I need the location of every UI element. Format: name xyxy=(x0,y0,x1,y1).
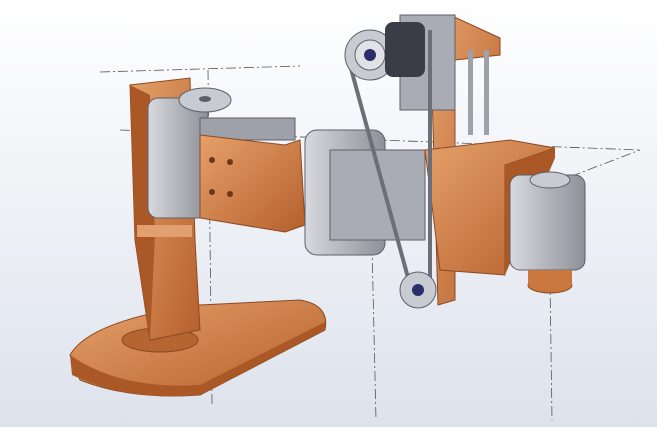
pulley-bottom xyxy=(399,271,437,309)
belt xyxy=(348,30,432,286)
servo-elbow xyxy=(304,129,426,256)
servo-wrist xyxy=(509,171,586,294)
upper-arm-bracket xyxy=(199,134,306,233)
servo-shoulder xyxy=(147,87,296,219)
pulley-top xyxy=(344,22,425,81)
